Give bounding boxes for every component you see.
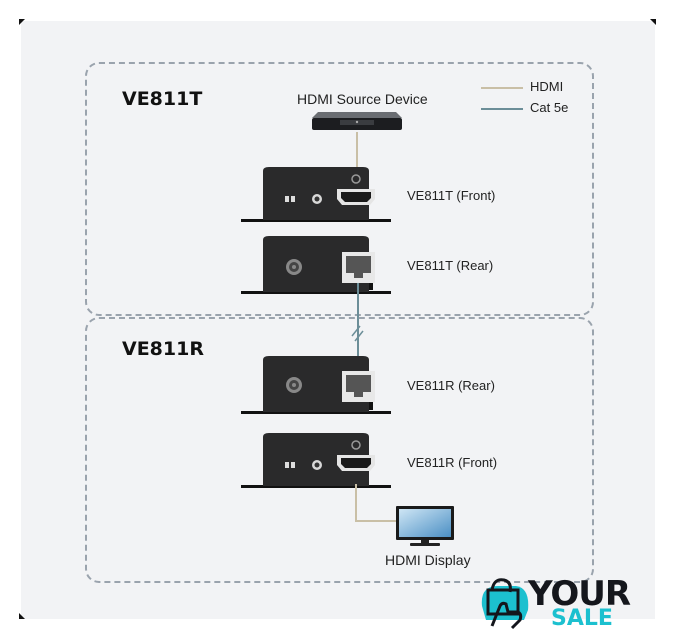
- source-device-icon: [312, 112, 402, 130]
- source-device-label: HDMI Source Device: [297, 91, 428, 107]
- ve811t-front-device: [241, 167, 391, 222]
- legend-cat5e-label: Cat 5e: [530, 100, 569, 115]
- hdmi-display-icon: [396, 506, 454, 546]
- logo-word-your: YOUR: [528, 574, 631, 614]
- hdmi-display-label: HDMI Display: [385, 552, 471, 568]
- watermark-logo: YOUR SALE: [478, 574, 638, 632]
- shopping-bag-hand-icon: [481, 578, 529, 630]
- ve811t-rear-label: VE811T (Rear): [407, 258, 494, 273]
- legend-hdmi-line: [481, 87, 523, 89]
- crop-mark: [19, 613, 25, 619]
- ve811r-rear-device: [241, 356, 391, 414]
- legend-hdmi-label: HDMI: [530, 79, 564, 94]
- hdmi-cable-display-h: [355, 520, 397, 522]
- receiver-group: [85, 317, 594, 583]
- ve811t-rear-device: [241, 236, 391, 294]
- crop-mark: [650, 19, 656, 25]
- crop-mark: [19, 19, 25, 25]
- ve811t-front-label: VE811T (Front): [407, 188, 496, 203]
- receiver-title: VE811R: [122, 338, 204, 360]
- transmitter-title: VE811T: [122, 88, 203, 110]
- logo-word-sale: SALE: [551, 606, 613, 631]
- cat5e-cable: [357, 283, 359, 386]
- transmitter-group: [85, 62, 594, 316]
- ve811r-rear-label: VE811R (Rear): [407, 378, 495, 393]
- hdmi-cable-display: [355, 484, 357, 522]
- legend-cat5e-line: [481, 108, 523, 110]
- cable-break-icon: [351, 325, 364, 342]
- hdmi-cable-source: [356, 132, 358, 170]
- ve811r-front-device: [241, 433, 391, 488]
- ve811r-front-label: VE811R (Front): [407, 455, 498, 470]
